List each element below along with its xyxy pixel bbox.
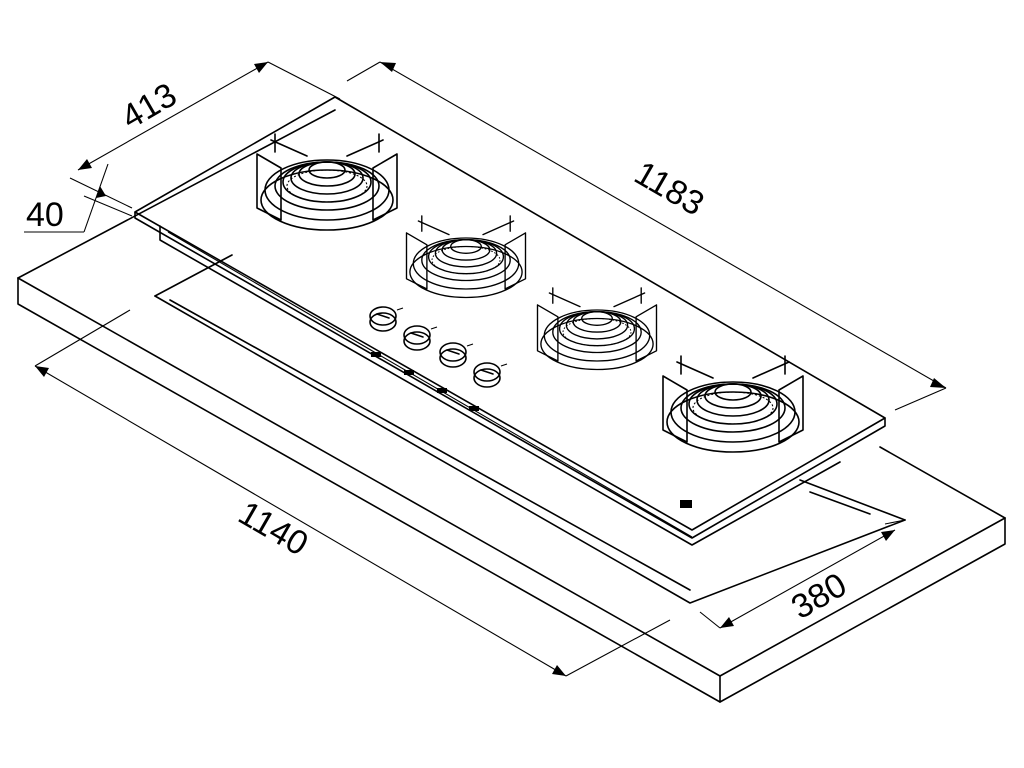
burners: [256, 133, 804, 453]
control-knobs: [369, 306, 508, 411]
knob-2: [403, 325, 438, 351]
dimension-label-380: 380: [785, 566, 853, 627]
dimension-label-1183: 1183: [628, 154, 710, 223]
brand-badge: [680, 500, 692, 508]
hob-glass: [134, 96, 886, 546]
knob-marker-4: [469, 406, 479, 411]
burner-1: [256, 133, 398, 231]
dimension-label-40: 40: [26, 196, 64, 234]
knob-1: [369, 306, 404, 332]
dimension-380: 380: [699, 519, 906, 629]
knob-3: [439, 342, 474, 368]
burner-4: [662, 355, 804, 453]
countertop: [17, 109, 1006, 703]
burner-2: [405, 215, 527, 299]
dimension-413: 413: [69, 61, 341, 209]
dimension-1183: 1183: [346, 61, 947, 411]
knob-4: [473, 362, 508, 388]
dimension-40: 40: [24, 163, 133, 234]
knob-marker-2: [404, 370, 414, 375]
burner-3: [536, 287, 658, 371]
knob-marker-1: [371, 352, 381, 357]
knob-marker-3: [437, 388, 447, 393]
dimension-label-413: 413: [115, 76, 183, 137]
countertop-cutout: [154, 254, 906, 604]
